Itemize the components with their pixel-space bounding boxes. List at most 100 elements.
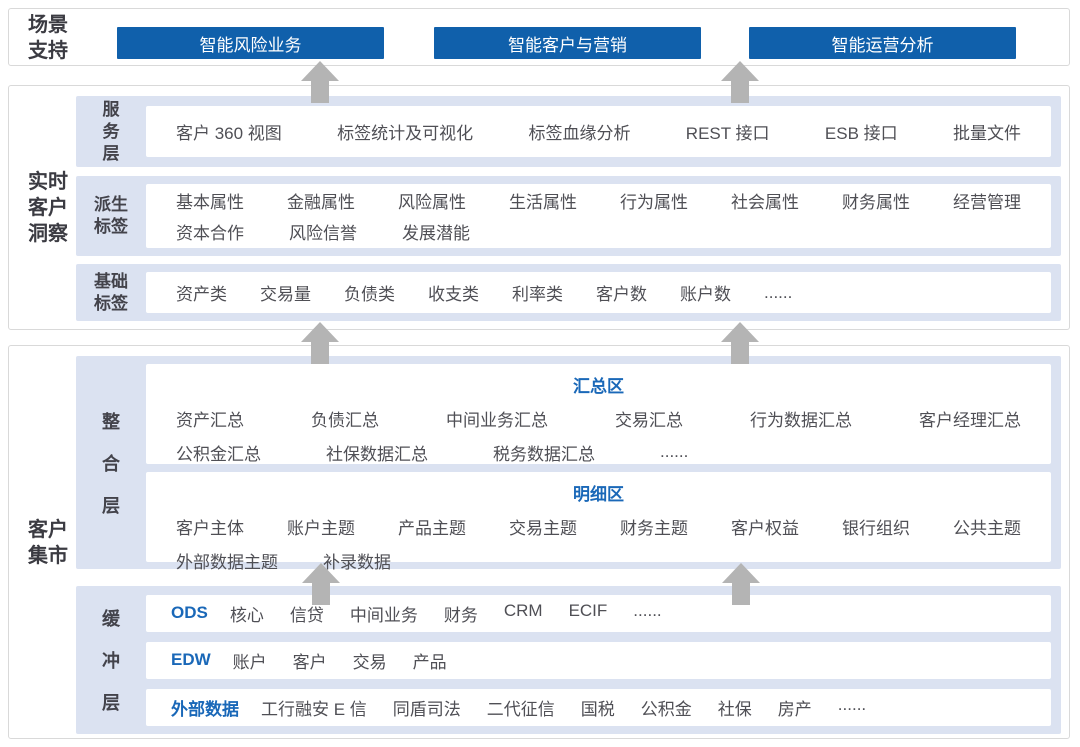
item: ESB 接口 [824,124,898,143]
derived-tags-line2: 资本合作 风险信誉 发展潜能 [146,219,1051,244]
item: 经营管理 [953,193,1021,212]
item: 房产 [777,699,812,719]
item: 账户主题 [287,518,355,538]
label-char: 层 [102,495,120,516]
item: 风险属性 [398,193,466,212]
label-char: 合 [102,453,120,474]
derived-tags-row: 派生标签 基本属性金融属性风险属性生活属性行为属性社会属性财务属性经营管理 资本… [76,176,1061,256]
label-line: 标签 [94,293,128,313]
buffer-row-edw: EDW 账户客户交易产品 [146,641,1051,679]
item: 客户 360 视图 [176,124,282,143]
item: 财务主题 [620,518,688,538]
item: 利率类 [512,285,563,304]
item: 交易 [352,652,387,672]
arrow-head [722,563,760,583]
item: 财务属性 [842,193,910,212]
item: 金融属性 [287,193,355,212]
arrow-stem [732,583,750,605]
edw-items: 账户客户交易产品 [233,648,447,673]
up-arrow [302,563,340,605]
item: 标签血缘分析 [528,124,631,143]
label-line: 实时 [28,171,68,193]
label-char: 缓 [102,609,120,629]
item: 资产汇总 [176,410,244,430]
item: 收支类 [428,285,479,304]
arrow-head [301,61,339,81]
item: 客户 [292,652,327,672]
item: 公积金 [640,699,692,719]
external-data-lead: 外部数据 [171,699,239,719]
item: 中间业务 [349,605,418,625]
arrow-stem [731,81,749,103]
basic-tags-row: 基础标签 资产类交易量负债类收支类利率类客户数账户数...... [76,264,1061,321]
integration-layer-label: 整合层 [76,356,146,569]
buffer-layer-label: 缓冲层 [76,586,146,734]
item: 补录数据 [323,552,391,572]
basic-tags-label: 基础标签 [76,271,146,315]
derived-tags-box: 基本属性金融属性风险属性生活属性行为属性社会属性财务属性经营管理 资本合作风险信… [146,184,1051,248]
label-line: 客户 [28,197,68,219]
item: 发展潜能 [402,224,470,243]
derived-tags-label: 派生标签 [76,194,146,238]
item: 风险信誉 [289,224,357,243]
item: ...... [764,282,793,302]
item: ...... [633,600,662,620]
detail-zone-line1: 客户主体账户主题产品主题交易主题财务主题客户权益银行组织公共主题 [146,514,1051,539]
item: REST 接口 [685,124,770,143]
arrow-stem [311,342,329,364]
detail-zone-title: 明细区 [573,484,624,504]
item: 社会属性 [731,193,799,212]
label-char: 整 [102,411,120,432]
item: 社保 [717,699,752,719]
summary-zone-title: 汇总区 [573,376,624,396]
item: 同盾司法 [392,699,461,719]
item: 信贷 [289,605,324,625]
item: 核心 [229,605,264,625]
item: 交易主题 [509,518,577,538]
up-arrow [301,322,339,364]
item: ...... [660,442,689,461]
arrow-stem [312,583,330,605]
integration-layer-content: 汇总区 资产汇总负债汇总中间业务汇总交易汇总行为数据汇总客户经理汇总 公积金汇总… [146,356,1051,572]
item: 基本属性 [176,193,244,212]
up-arrow [301,61,339,103]
integration-layer-block: 整合层 汇总区 资产汇总负债汇总中间业务汇总交易汇总行为数据汇总客户经理汇总 公… [76,356,1061,572]
button-smart-customer-marketing[interactable]: 智能客户与营销 [434,27,701,59]
scene-support-label: 场景支持 [23,12,73,64]
item: 交易量 [260,285,311,304]
basic-tags-items: 资产类交易量负债类收支类利率类客户数账户数...... [146,280,1051,305]
label-line: 派生 [94,195,128,214]
button-smart-operations-analysis[interactable]: 智能运营分析 [749,27,1016,59]
arrow-head [721,322,759,342]
item: 交易汇总 [615,410,683,430]
label-char: 服 [102,99,120,119]
item: 批量文件 [952,124,1021,143]
item: 行为数据汇总 [750,410,852,430]
scene-support-panel: 场景支持 智能风险业务 智能客户与营销 智能运营分析 [8,8,1070,66]
item: 客户主体 [176,518,244,538]
item: 税务数据汇总 [493,444,595,464]
label-char: 冲 [102,651,120,671]
item: 标签统计及可视化 [337,124,474,143]
item: 外部数据主题 [176,552,278,572]
summary-zone-line1: 资产汇总负债汇总中间业务汇总交易汇总行为数据汇总客户经理汇总 [146,406,1051,431]
label-line: 标签 [94,217,128,236]
arrow-head [302,563,340,583]
item: 资本合作 [176,224,244,243]
up-arrow [721,61,759,103]
item: CRM [503,600,543,620]
item: 社保数据汇总 [326,444,428,464]
label-char: 务 [102,121,120,141]
label-line: 客户 [28,519,68,541]
item: 负债汇总 [311,410,379,430]
item: 资产类 [176,285,227,304]
button-smart-risk-business[interactable]: 智能风险业务 [117,27,384,59]
label-line: 基础 [94,271,128,291]
item: 工行融安 E 信 [261,699,367,719]
item: 二代征信 [486,699,555,719]
